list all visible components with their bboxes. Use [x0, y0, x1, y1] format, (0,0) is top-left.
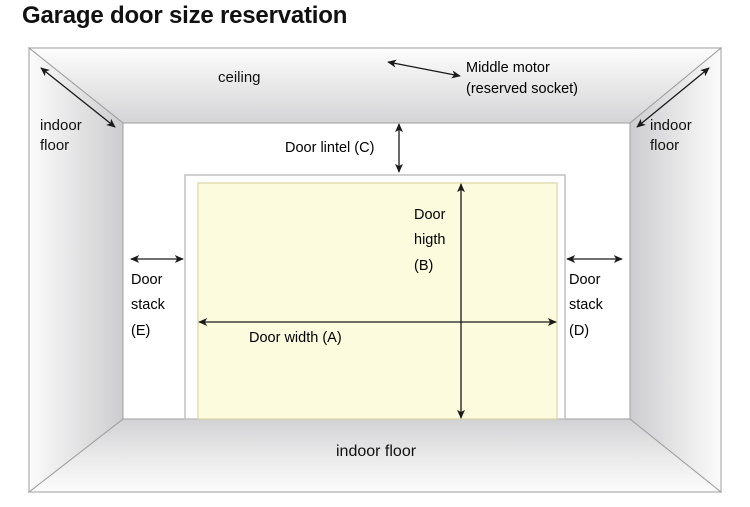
door-assembly — [184, 174, 566, 420]
door-stack-left-line2: stack — [131, 297, 165, 314]
indoor-floor-left-line2: floor — [40, 137, 70, 155]
door-stack-right-line1: Door — [569, 272, 601, 288]
indoor-floor-right-line2: floor — [650, 137, 680, 155]
indoor-floor-left-label: indoor floor — [40, 116, 82, 157]
door-height-line3: (B) — [414, 257, 434, 274]
door-lintel-label: Door lintel (C) — [285, 140, 375, 156]
door-stack-left-label: Door stack (E) — [131, 268, 165, 344]
door-stack-right-label: Door stack (D) — [569, 268, 603, 344]
door-stack-right-line3: (D) — [569, 322, 590, 339]
middle-motor-label: Middle motor (reserved socket) — [466, 58, 578, 99]
right-side-wall — [629, 46, 722, 494]
indoor-floor-right-arrow — [636, 67, 710, 128]
middle-motor-line2: (reserved socket) — [466, 80, 579, 97]
dimension-arrows — [40, 59, 710, 419]
indoor-floor-right-label: indoor floor — [650, 116, 692, 157]
door-height-label: Door higth (B) — [414, 203, 445, 279]
door-stack-left-line1: Door — [131, 272, 163, 288]
door-height-line1: Door — [414, 207, 446, 223]
door-stack-left-line3: (E) — [131, 322, 151, 339]
page-title: Garage door size reservation — [22, 2, 348, 29]
ceiling-surface — [27, 47, 723, 124]
door-height-line2: higth — [414, 232, 446, 249]
indoor-floor-right-line1: indoor — [650, 117, 692, 134]
indoor-floor-left-line1: indoor — [40, 117, 82, 134]
door-stack-right-line2: stack — [569, 297, 603, 314]
middle-motor-line1: Middle motor — [466, 60, 550, 76]
door-width-label: Door width (A) — [249, 330, 342, 346]
left-side-wall — [28, 46, 124, 494]
ceiling-label: ceiling — [218, 69, 261, 86]
door-panel — [197, 182, 558, 420]
indoor-floor-left-arrow — [40, 67, 116, 128]
indoor-floor-bottom-label: indoor floor — [336, 443, 417, 460]
middle-motor-arrow — [387, 59, 461, 79]
